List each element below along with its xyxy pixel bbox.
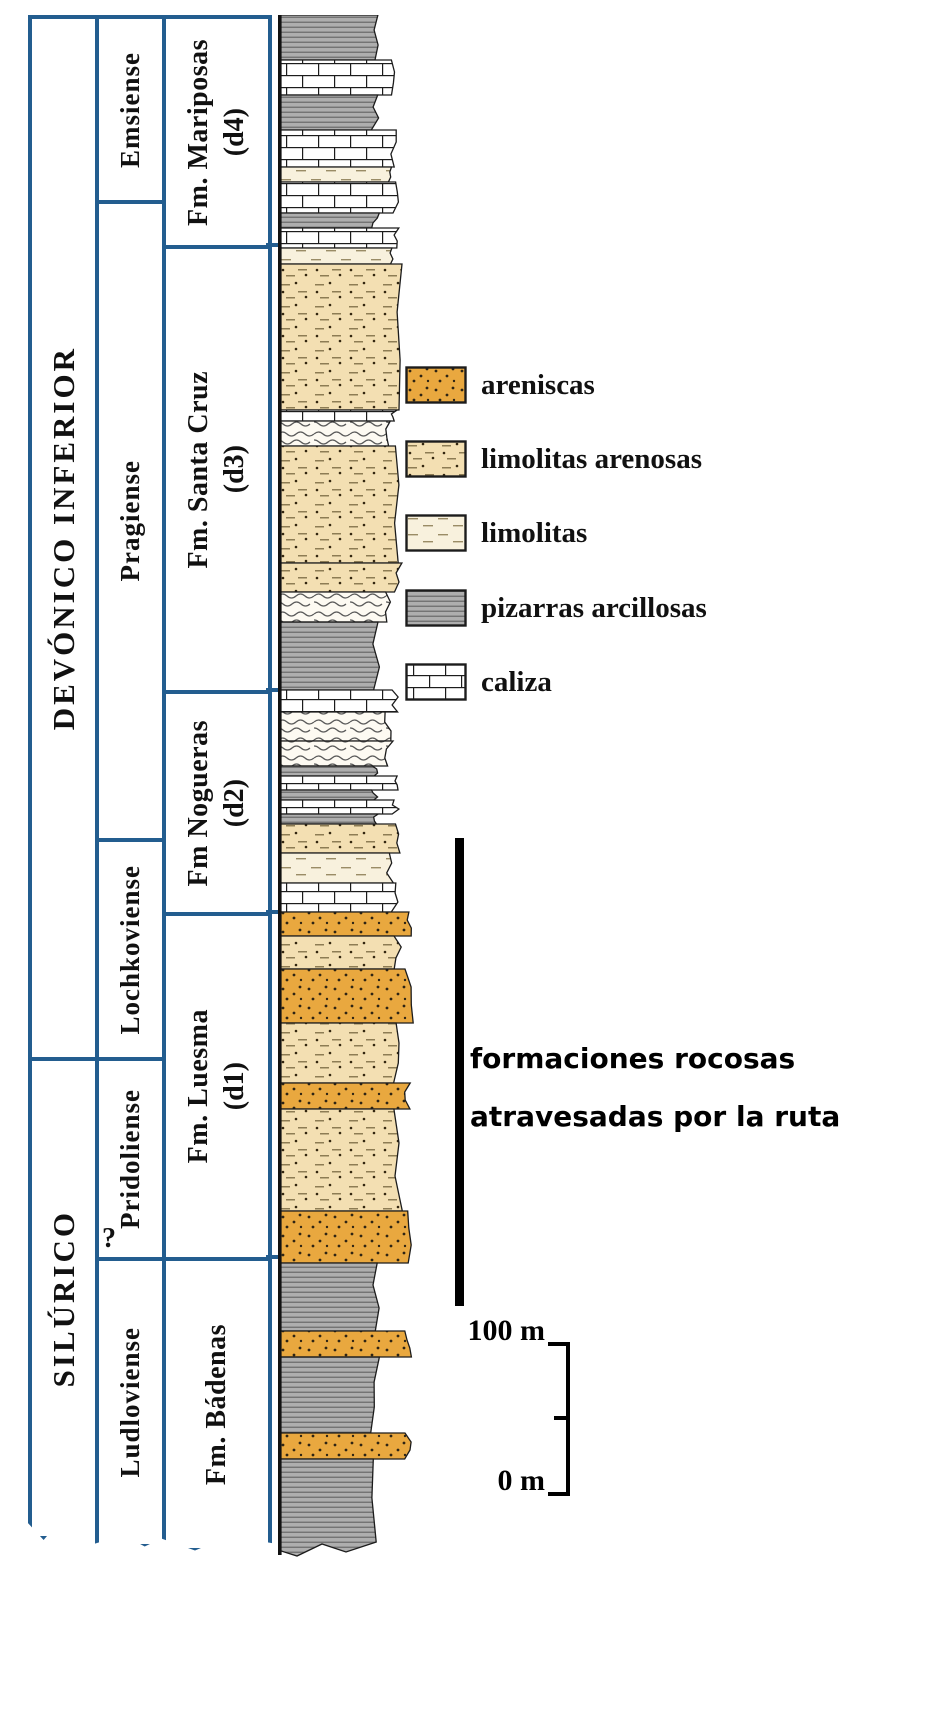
formation-cell-luesma: Fm. Luesma (d1) <box>162 912 272 1261</box>
stage-label-lochkoviense: Lochkoviense <box>115 864 145 1035</box>
formation-name-santa-cruz: Fm. Santa Cruz <box>183 370 214 569</box>
formation-label-group: Fm. Bádenas <box>201 1324 233 1485</box>
stage-label-pragiense: Pragiense <box>115 460 145 582</box>
formation-label-group: Fm. Mariposas (d4) <box>183 39 251 226</box>
formation-cell-mariposas: Fm. Mariposas (d4) <box>162 15 272 249</box>
formation-code-d2: (d2) <box>219 778 250 828</box>
legend-item: caliza <box>405 663 552 701</box>
lithologic-column <box>278 15 414 1557</box>
formation-cell-santa-cruz: Fm. Santa Cruz (d3) <box>162 245 272 694</box>
legend-swatch-caliza <box>405 663 467 701</box>
stage-cell-pragiense: Pragiense <box>95 200 166 842</box>
formation-label-group: Fm. Luesma (d1) <box>183 1009 251 1163</box>
legend-swatch-limolitas-arenosas <box>405 440 467 478</box>
formation-code-d3: (d3) <box>219 445 250 494</box>
legend-item: limolitas <box>405 514 587 552</box>
legend-label: areniscas <box>481 368 595 401</box>
period-cell-silurico: SILÚRICO <box>28 1057 99 1540</box>
legend-swatch-limolitas <box>405 514 467 552</box>
formation-boundary-connector <box>266 910 283 914</box>
formation-name-luesma: Fm. Luesma <box>183 1009 214 1164</box>
formation-boundary-connector <box>266 1255 283 1259</box>
period-label-silurico: SILÚRICO <box>45 1209 81 1388</box>
legend-label: limolitas <box>481 516 588 549</box>
legend-swatch-pizarras <box>405 589 467 627</box>
legend-swatch-areniscas <box>405 366 467 404</box>
stage-label-emsiense: Emsiense <box>115 51 145 168</box>
formation-cell-nogueras: Fm Nogueras (d2) <box>162 690 272 916</box>
formation-name-badenas: Fm. Bádenas <box>201 1323 232 1486</box>
stage-cell-ludloviense: Ludloviense <box>95 1257 166 1547</box>
formation-name-nogueras: Fm Nogueras <box>183 719 214 887</box>
stage-label-pridoliense: Pridoliense <box>115 1089 145 1229</box>
stage-label-ludloviense: Ludloviense <box>115 1327 145 1478</box>
formation-name-mariposas: Fm. Mariposas <box>183 38 214 226</box>
route-extent-bar <box>455 838 464 1306</box>
formation-cell-badenas: Fm. Bádenas <box>162 1257 272 1551</box>
route-annotation-line1: formaciones rocosas <box>470 1042 796 1075</box>
formation-boundary-connector <box>266 688 283 692</box>
scale-label-100m: 100 m <box>467 1314 546 1347</box>
scale-label-0m: 0 m <box>497 1464 546 1497</box>
legend-label: caliza <box>481 665 552 698</box>
uncertainty-question-mark: ? <box>102 1223 116 1254</box>
scale-tick-top <box>548 1342 570 1346</box>
legend-item: pizarras arcillosas <box>405 589 707 627</box>
legend-label: pizarras arcillosas <box>481 591 707 624</box>
legend-item: areniscas <box>405 366 595 404</box>
formation-code-d1: (d1) <box>219 1062 250 1111</box>
period-label-devonico-inferior: DEVÓNICO INFERIOR <box>45 345 81 731</box>
formation-label-group: Fm Nogueras (d2) <box>183 720 251 886</box>
stage-cell-pridoliense: Pridoliense ? <box>95 1057 166 1261</box>
legend-label: limolitas arenosas <box>481 442 702 475</box>
formation-label-group: Fm. Santa Cruz (d3) <box>183 371 251 569</box>
scale-tick-bottom <box>548 1492 570 1496</box>
scale-tick-middle <box>554 1416 570 1420</box>
legend-item: limolitas arenosas <box>405 440 702 478</box>
route-annotation-line2: atravesadas por la ruta <box>470 1100 841 1133</box>
stage-cell-lochkoviense: Lochkoviense <box>95 838 166 1061</box>
formation-boundary-connector <box>266 243 283 247</box>
formation-code-d4: (d4) <box>219 107 250 157</box>
stage-cell-emsiense: Emsiense <box>95 15 166 204</box>
period-cell-devonico-inferior: DEVÓNICO INFERIOR <box>28 15 99 1061</box>
